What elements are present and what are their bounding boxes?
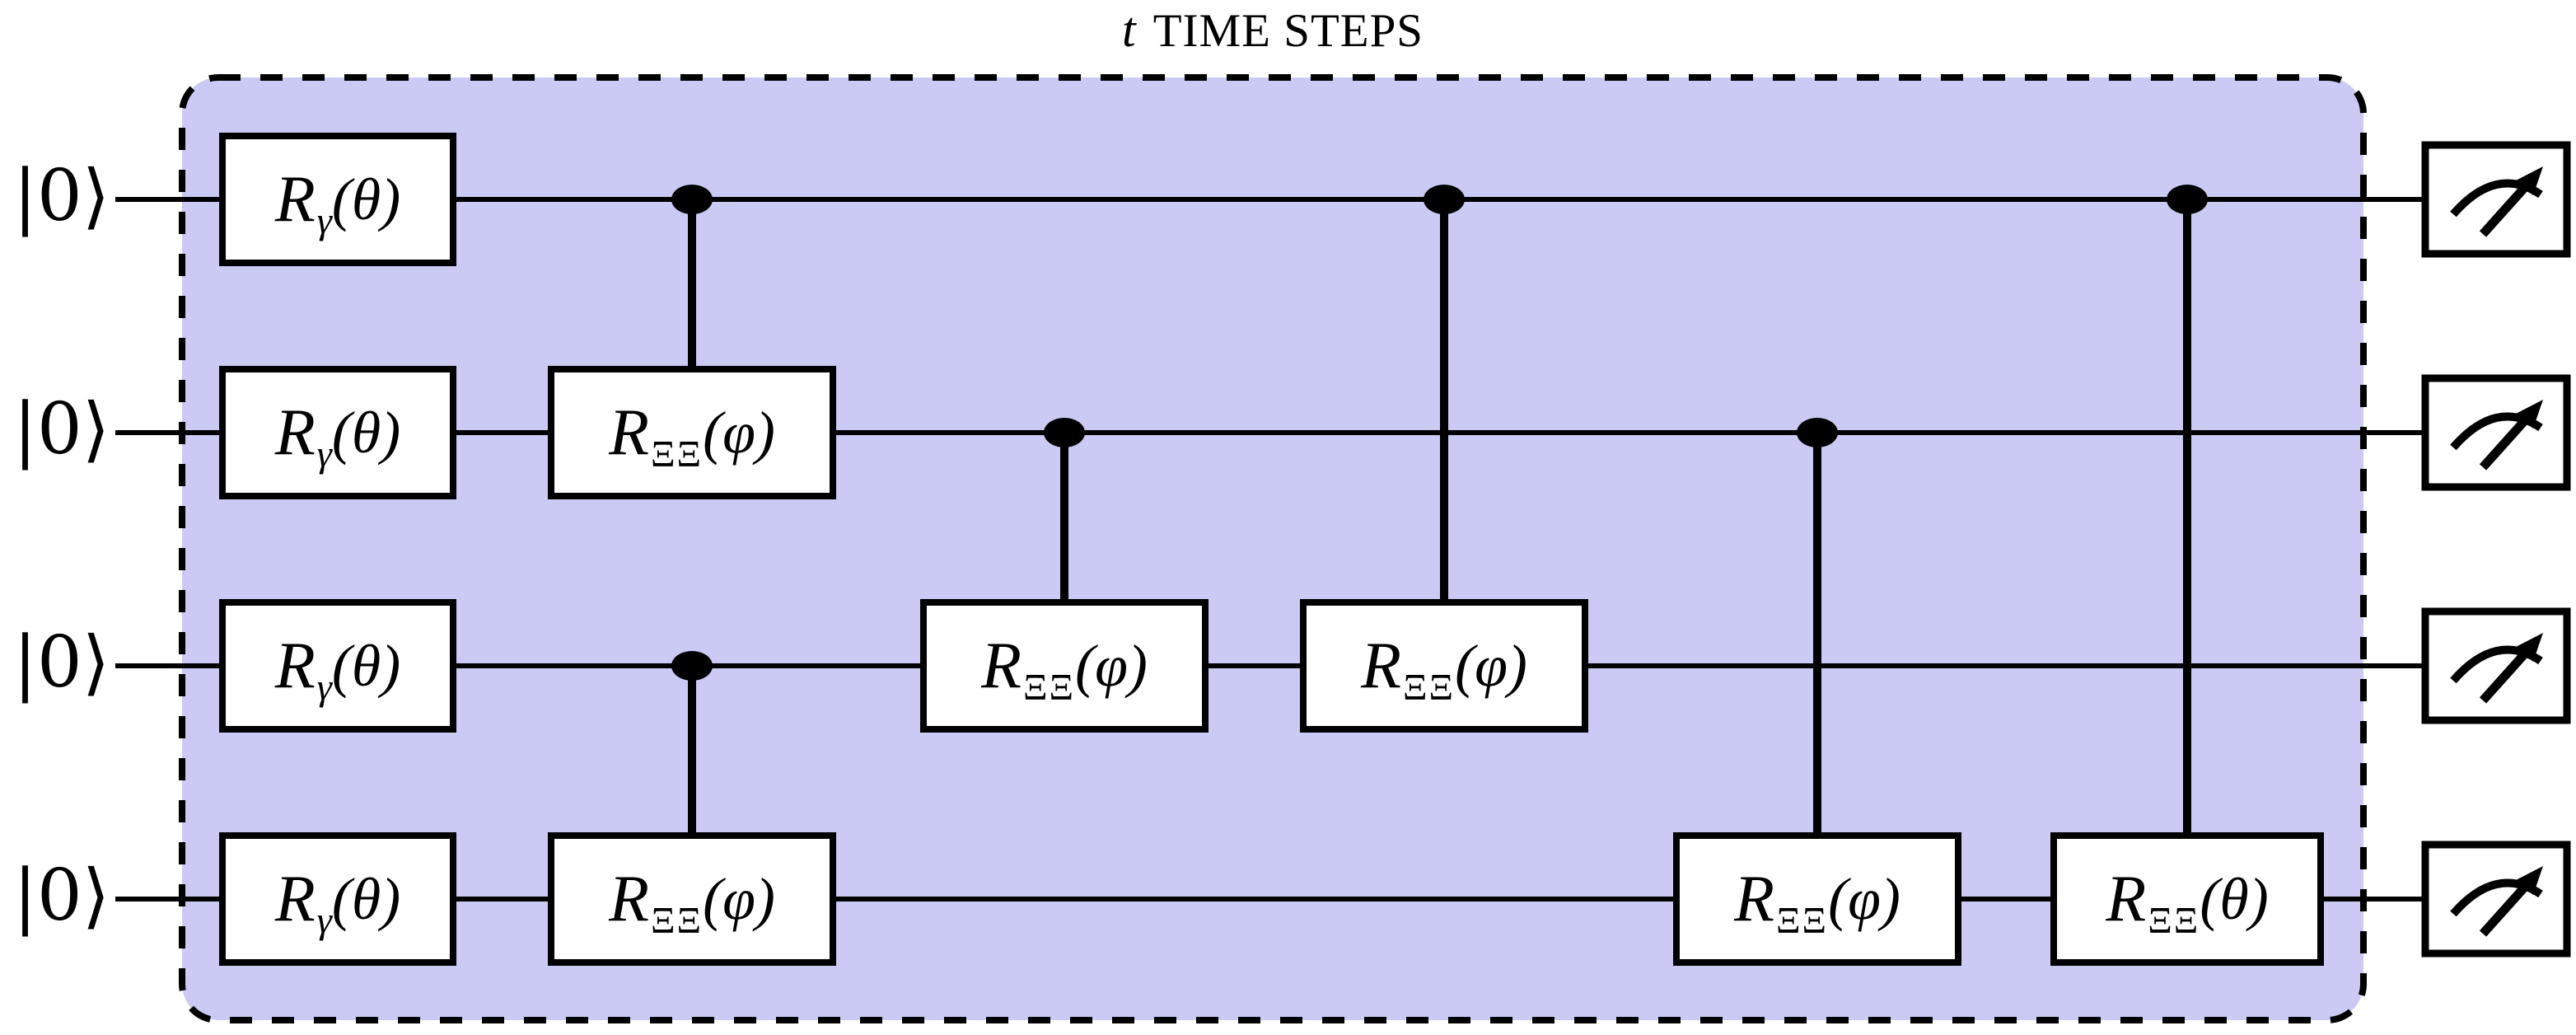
gate-label-argument: (φ) — [1828, 866, 1900, 932]
gate-label-subscript: γ — [316, 666, 332, 708]
control-dot — [671, 651, 713, 681]
gate-label-subscript: ΞΞ — [1775, 899, 1829, 941]
gate-label-base: R — [274, 396, 316, 469]
gate-label-base: R — [2106, 863, 2147, 935]
control-dot — [2167, 185, 2208, 214]
control-dot — [1044, 418, 1085, 447]
title-text: TIME STEPS — [1152, 5, 1424, 57]
gate-label-subscript: ΞΞ — [1022, 666, 1076, 708]
gate-label-subscript: γ — [316, 199, 332, 241]
control-dot — [1424, 185, 1465, 214]
measurement-frame — [2421, 374, 2571, 491]
ket-label-qubit-3: |0⟩ — [13, 855, 110, 937]
control-dot — [1797, 418, 1838, 447]
gate-label-subscript: γ — [316, 433, 332, 475]
gate-label-argument: (θ) — [2200, 866, 2269, 932]
control-dot — [671, 185, 713, 214]
gate-label-argument: (θ) — [331, 166, 401, 232]
gate-label-argument: (θ) — [331, 400, 401, 466]
time-steps-block — [179, 74, 2367, 1023]
measurement-box — [2421, 607, 2571, 724]
gate-label-subscript: ΞΞ — [650, 433, 704, 475]
diagram-title: t TIME STEPS — [181, 2, 2364, 59]
gate-label-base: R — [981, 630, 1022, 702]
meter-gauge-arrow-icon — [2450, 166, 2543, 237]
gate-label-argument: (φ) — [1455, 633, 1527, 699]
measurement-box — [2421, 141, 2571, 258]
gate-label-argument: (θ) — [331, 866, 401, 932]
gate-label-subscript: ΞΞ — [1402, 666, 1456, 708]
gate-label-base: R — [274, 163, 316, 236]
gate-label-argument: (φ) — [703, 400, 775, 466]
gate-label-base: R — [274, 863, 316, 935]
ket-label-qubit-1: |0⟩ — [13, 388, 110, 471]
gate-label-base: R — [609, 863, 649, 935]
measurement-box — [2421, 841, 2571, 958]
gate-label-argument: (φ) — [703, 866, 775, 932]
meter-gauge-arrow-icon — [2450, 866, 2543, 937]
gate-label-base: R — [1361, 630, 1401, 702]
gate-label-argument: (φ) — [1075, 633, 1148, 699]
measurement-frame — [2421, 141, 2571, 258]
gate-label-subscript: ΞΞ — [650, 899, 704, 941]
ket-label-qubit-2: |0⟩ — [13, 621, 110, 704]
title-time-variable: t — [1122, 2, 1137, 57]
gate-label-argument: (θ) — [331, 633, 401, 699]
gate-label-base: R — [609, 396, 649, 469]
measurement-box — [2421, 374, 2571, 491]
gate-label-base: R — [1734, 863, 1774, 935]
gate-label-subscript: ΞΞ — [2148, 899, 2200, 941]
measurement-frame — [2421, 607, 2571, 724]
meter-gauge-arrow-icon — [2450, 633, 2543, 704]
ket-label-qubit-0: |0⟩ — [13, 155, 110, 237]
meter-gauge-arrow-icon — [2450, 400, 2543, 471]
measurement-frame — [2421, 841, 2571, 958]
gate-label-base: R — [274, 630, 316, 702]
gate-label-subscript: γ — [316, 899, 332, 941]
